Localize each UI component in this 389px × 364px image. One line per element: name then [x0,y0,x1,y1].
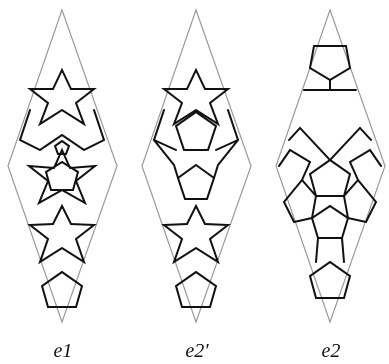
star-tile [27,67,97,127]
boundary-edge [288,126,372,162]
boundary-edge [348,148,382,181]
small-pentagon-tile [53,139,71,155]
panel-caption-e2prime: e2′ [185,340,209,362]
pentagon-tile [342,178,378,224]
boundary-edge [213,139,239,179]
boundary-edge [341,237,345,263]
boundary-edge [153,139,179,179]
pentagon-tile [282,178,318,224]
star-tile [161,203,231,265]
pentagon-tile [40,270,84,308]
boundary-edge [278,148,312,181]
rhombus-outline-e2 [275,8,386,324]
star-tile [27,203,97,265]
rhombus-outline-e2prime [141,8,252,324]
boundary-edge [315,237,319,263]
panel-caption-e1: e1 [54,340,73,362]
pentagon-tile [310,204,350,239]
star-tile [25,147,99,206]
panel-e2: e2 [275,8,386,362]
tiling-e2 [278,45,382,299]
star-tile [161,67,231,127]
pentagon-tile [308,158,352,197]
pentagon-tile [176,163,216,200]
tiling-e2prime [152,67,240,308]
pentagon-tile [174,270,218,308]
panel-caption-e2: e2 [322,340,341,362]
pentagon-tile [308,260,352,299]
pentagon-tile [174,110,218,151]
panel-e1: e1 [7,8,118,362]
boundary-edge [18,109,106,152]
rhombus-outline-e1 [7,8,118,324]
pentagon-tile [44,160,80,191]
tiling-e1 [18,67,106,308]
panel-e2prime: e2′ [141,8,252,362]
